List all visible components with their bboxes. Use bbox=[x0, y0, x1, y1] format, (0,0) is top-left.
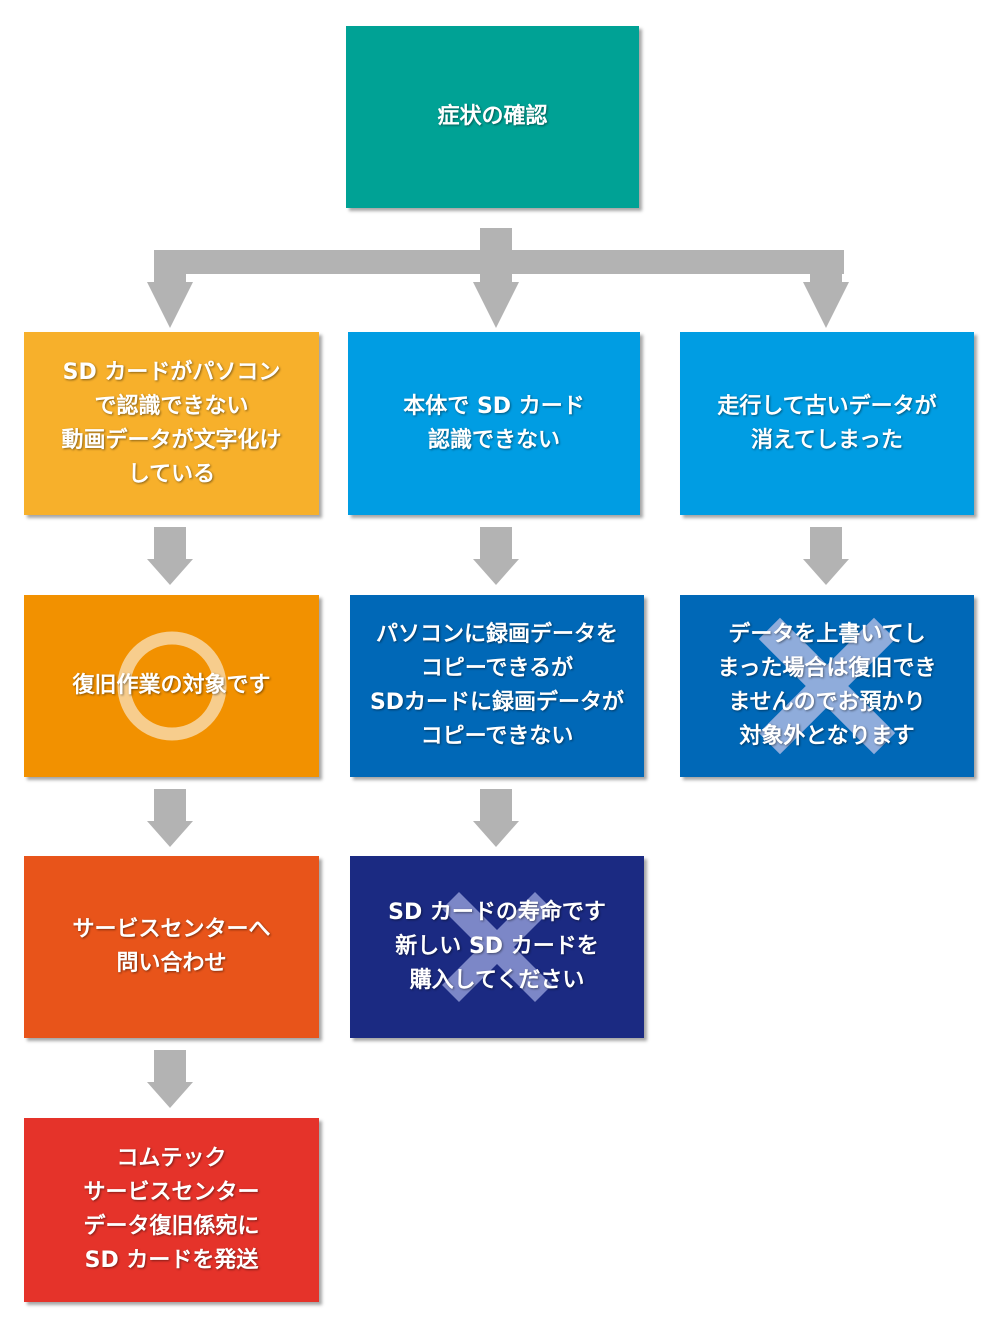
down-arrow-icon bbox=[147, 789, 193, 847]
left-result-box: 復旧作業の対象です bbox=[24, 595, 319, 777]
center-symptom-box: 本体で SD カード 認識できない bbox=[348, 332, 640, 515]
cross-mark-icon bbox=[758, 617, 896, 755]
center-step3-label: SD カードの寿命です 新しい SD カードを 購入してください bbox=[388, 900, 606, 993]
left-step4-label: コムテック サービスセンター データ復旧係宛に SD カードを発送 bbox=[83, 1146, 260, 1273]
left-step3-box: サービスセンターへ 問い合わせ bbox=[24, 856, 319, 1038]
down-arrow-icon bbox=[473, 789, 519, 847]
left-symptom-label: SD カードがパソコン で認識できない 動画データが文字化け している bbox=[61, 359, 282, 487]
down-arrow-icon bbox=[147, 527, 193, 585]
right-result-box: データを上書いてし まった場合は復旧でき ませんのでお預かり 対象外となります bbox=[680, 595, 974, 777]
cross-mark-icon bbox=[442, 892, 552, 1002]
left-step3-label: サービスセンターへ 問い合わせ bbox=[72, 917, 271, 976]
down-arrow-icon bbox=[803, 527, 849, 585]
center-symptom-label: 本体で SD カード 認識できない bbox=[403, 393, 585, 453]
center-step3-box: SD カードの寿命です 新しい SD カードを 購入してください bbox=[350, 856, 644, 1038]
right-symptom-label: 走行して古いデータが 消えてしまった bbox=[717, 393, 937, 453]
symptom-check-label: 症状の確認 bbox=[437, 104, 548, 129]
left-symptom-box: SD カードがパソコン で認識できない 動画データが文字化け している bbox=[24, 332, 319, 515]
right-symptom-box: 走行して古いデータが 消えてしまった bbox=[680, 332, 974, 515]
down-arrow-icon bbox=[473, 527, 519, 585]
symptom-check-box: 症状の確認 bbox=[346, 26, 639, 208]
down-arrow-icon bbox=[147, 1050, 193, 1108]
right-result-label: データを上書いてし まった場合は復旧でき ませんのでお預かり 対象外となります bbox=[717, 622, 937, 749]
circle-mark-icon bbox=[117, 631, 226, 741]
center-result-label: パソコンに録画データを コピーできるが SDカードに録画データが コピーできない bbox=[369, 622, 625, 749]
branch-connector bbox=[147, 228, 849, 328]
left-step4-box: コムテック サービスセンター データ復旧係宛に SD カードを発送 bbox=[24, 1118, 319, 1302]
center-result-box: パソコンに録画データを コピーできるが SDカードに録画データが コピーできない bbox=[350, 595, 644, 777]
left-result-label: 復旧作業の対象です bbox=[72, 673, 271, 698]
